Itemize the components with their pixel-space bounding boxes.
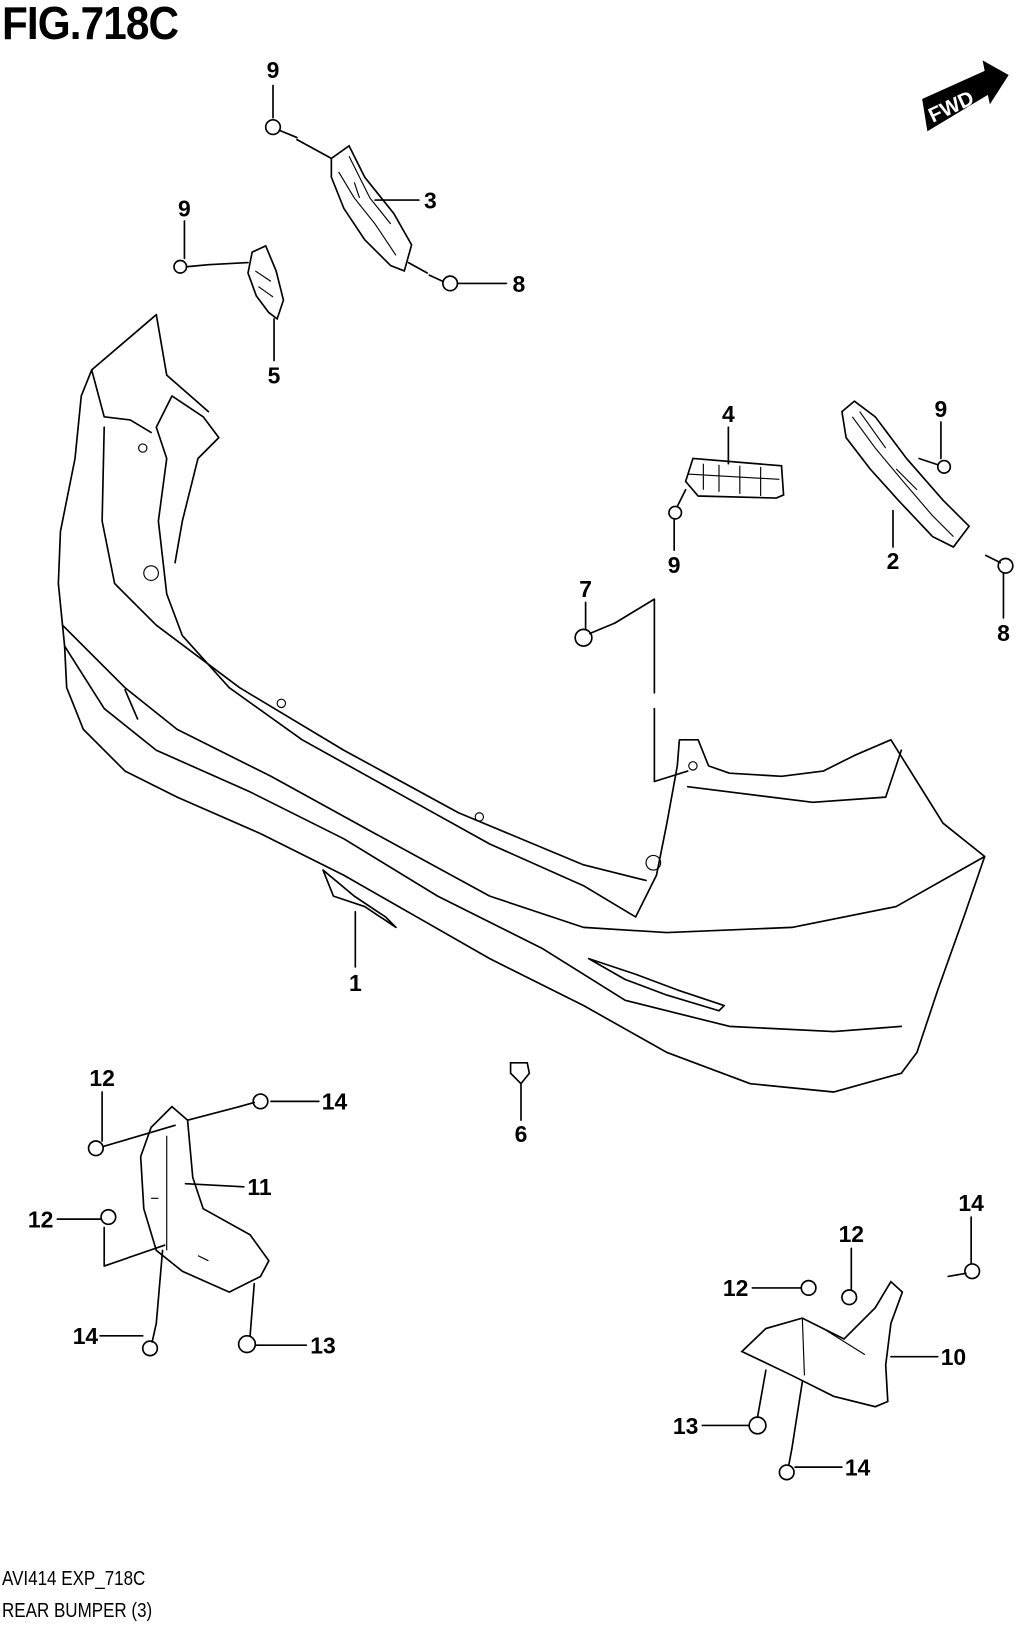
- forward-arrow-icon: FWD: [922, 60, 1009, 132]
- nut-icon: [841, 1289, 858, 1306]
- nut-icon: [87, 1140, 104, 1157]
- callout-9: 9: [668, 552, 681, 578]
- screw-icon: [947, 1263, 981, 1280]
- callout-12: 12: [28, 1206, 53, 1232]
- callout-8: 8: [997, 620, 1010, 646]
- nut-icon: [237, 1335, 257, 1354]
- mud-flap-part-11[interactable]: [139, 1105, 270, 1294]
- callout-2: 2: [887, 548, 900, 574]
- callout-14: 14: [845, 1454, 871, 1480]
- clip-icon: [509, 1062, 531, 1085]
- screw-icon: [141, 1322, 159, 1357]
- rear-bumper-part-1[interactable]: [57, 313, 986, 1093]
- screw-icon: [668, 488, 687, 520]
- callout-9: 9: [178, 196, 191, 222]
- screw-icon: [238, 1093, 269, 1110]
- screw-icon: [984, 554, 1014, 574]
- figure-title: FIG.718C: [2, 0, 179, 49]
- nut-icon: [800, 1279, 817, 1297]
- callout-14: 14: [322, 1089, 348, 1115]
- leader-lines: [56, 84, 1005, 1468]
- callout-1: 1: [349, 970, 362, 996]
- callout-10: 10: [941, 1344, 966, 1370]
- callout-5: 5: [268, 362, 281, 388]
- callout-12: 12: [89, 1065, 114, 1091]
- callout-6: 6: [515, 1121, 528, 1147]
- callout-13: 13: [310, 1333, 335, 1359]
- callout-4: 4: [722, 401, 735, 427]
- bolt-icon: [574, 622, 616, 647]
- nut-icon: [748, 1416, 767, 1435]
- screw-icon: [778, 1447, 795, 1481]
- callout-13: 13: [673, 1413, 698, 1439]
- callout-8: 8: [513, 271, 526, 297]
- screw-icon: [428, 274, 459, 292]
- nut-icon: [100, 1208, 117, 1226]
- callout-9: 9: [267, 57, 280, 83]
- callout-14: 14: [73, 1323, 99, 1349]
- screw-icon: [918, 457, 952, 474]
- screw-icon: [264, 118, 298, 139]
- callout-9: 9: [935, 396, 948, 422]
- screw-icon: [173, 259, 210, 274]
- callout-14: 14: [958, 1190, 984, 1216]
- callout-7: 7: [579, 576, 592, 602]
- figure-caption: REAR BUMPER (3): [2, 1600, 153, 1622]
- callout-12: 12: [723, 1275, 748, 1301]
- mud-flap-part-10[interactable]: [740, 1280, 904, 1408]
- figure-code: AVI414 EXP_718C: [2, 1568, 146, 1590]
- bracket-part-5[interactable]: [247, 244, 285, 321]
- bracket-part-3[interactable]: [330, 144, 413, 273]
- callout-3: 3: [424, 187, 437, 213]
- callout-11: 11: [247, 1174, 271, 1200]
- callout-12: 12: [839, 1221, 864, 1247]
- bracket-part-2[interactable]: [841, 400, 971, 549]
- bracket-part-4[interactable]: [684, 457, 785, 499]
